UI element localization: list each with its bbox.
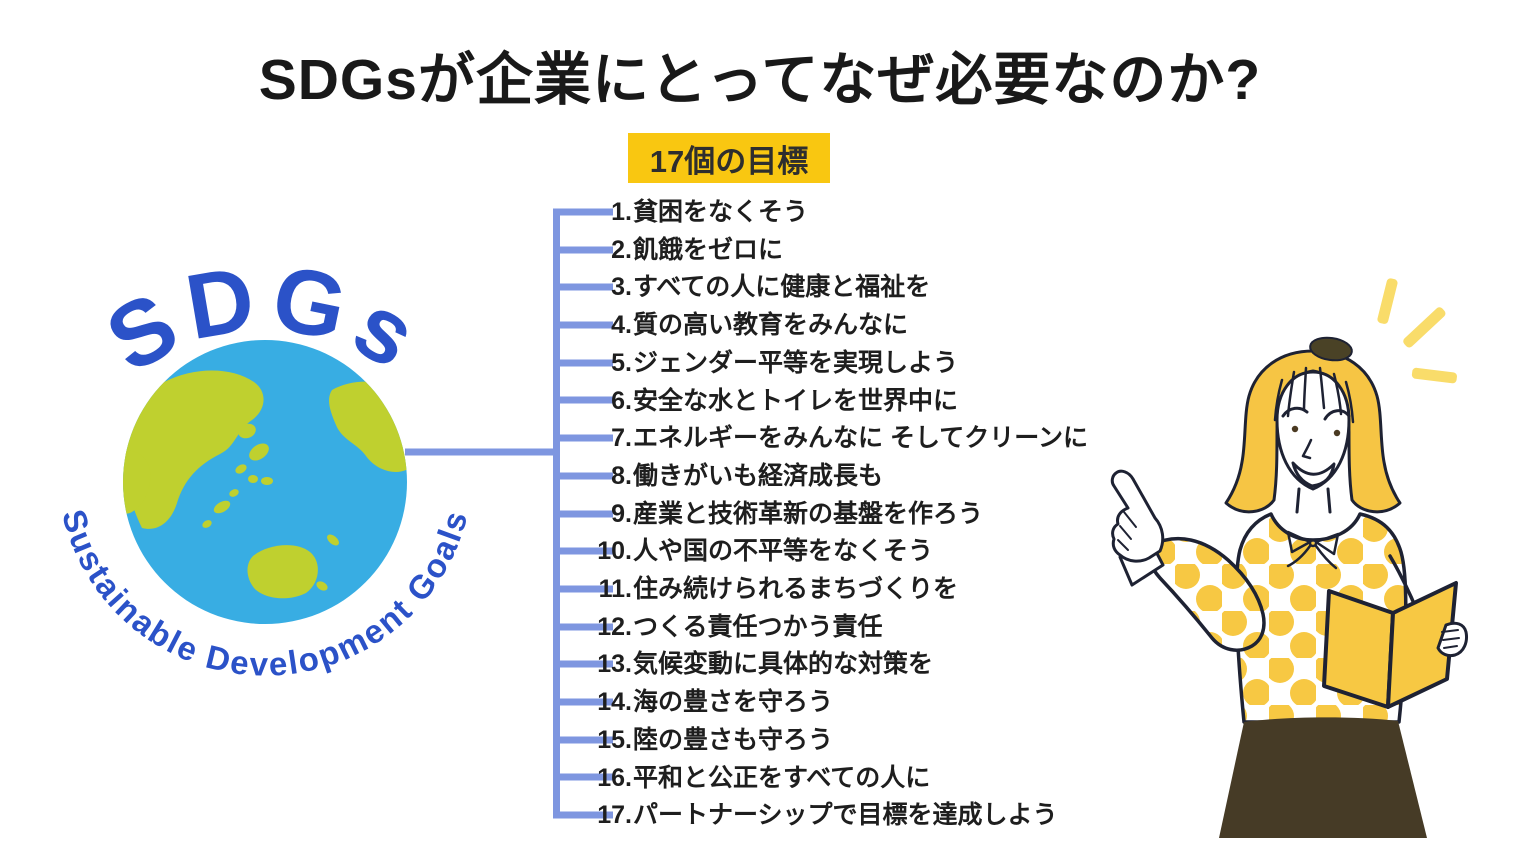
goal-list-item: 9. 産業と技術革新の基盤を作ろう xyxy=(540,495,983,533)
goal-label: すべての人に健康と福祉を xyxy=(633,273,931,302)
goal-number: 5. xyxy=(611,348,632,377)
goal-number: 2. xyxy=(611,235,632,264)
goal-number: 17. xyxy=(597,801,632,830)
goal-list-item: 7. エネルギーをみんなに そしてクリーンに xyxy=(540,419,1088,457)
goal-number: 10. xyxy=(597,537,632,566)
goal-number: 15. xyxy=(597,725,632,754)
goal-label: エネルギーをみんなに そしてクリーンに xyxy=(633,424,1088,453)
goal-label: 質の高い教育をみんなに xyxy=(633,311,909,340)
woman-face-features xyxy=(1281,406,1351,514)
hand-finger-lines xyxy=(1117,511,1137,551)
goal-label: 住み続けられるまちづくりを xyxy=(633,575,959,603)
goal-label: つくる責任つかう責任 xyxy=(633,612,883,641)
woman-skirt xyxy=(1219,717,1427,838)
hair-bangs xyxy=(1273,366,1355,424)
goal-label: 平和と公正をすべての人に xyxy=(633,763,931,792)
goal-number: 11. xyxy=(598,575,632,603)
goal-list-item: 16. 平和と公正をすべての人に xyxy=(540,759,930,797)
goal-label: パートナーシップで目標を達成しよう xyxy=(633,801,1058,830)
goal-number: 3. xyxy=(611,273,632,302)
bow-icon xyxy=(1286,530,1340,570)
holding-hand-lines xyxy=(1441,629,1460,649)
goal-label: 安全な水とトイレを世界中に xyxy=(633,386,959,415)
goal-list-item: 5. ジェンダー平等を実現しよう xyxy=(540,344,958,382)
goal-list-item: 17. パートナーシップで目標を達成しよう xyxy=(540,796,1058,834)
goal-list-item: 14. 海の豊さを守ろう xyxy=(540,683,833,721)
globe-landmasses xyxy=(123,370,407,599)
goal-number: 9. xyxy=(611,499,632,528)
goal-number: 8. xyxy=(611,461,632,490)
goal-label: ジェンダー平等を実現しよう xyxy=(633,348,959,377)
goal-list-item: 8. 働きがいも経済成長も xyxy=(540,457,883,495)
goal-list-item: 12. つくる責任つかう責任 xyxy=(540,608,883,646)
goal-number: 12. xyxy=(597,612,632,641)
goal-tree-lines xyxy=(405,208,613,819)
goal-label: 海の豊さを守ろう xyxy=(633,688,834,717)
goal-label: 陸の豊さも守ろう xyxy=(633,725,834,754)
folder-icon xyxy=(1322,581,1458,709)
goal-label: 気候変動に具体的な対策を xyxy=(633,650,934,679)
goal-label: 働きがいも経済成長も xyxy=(633,461,884,490)
page-title: SDGsが企業にとってなぜ必要なのか? xyxy=(258,48,1262,112)
goal-number: 13. xyxy=(597,650,632,679)
goal-list-item: 10. 人や国の不平等をなくそう xyxy=(540,532,933,570)
goal-number: 14. xyxy=(597,688,632,717)
goal-list-item: 6. 安全な水とトイレを世界中に xyxy=(540,382,958,420)
goal-label: 飢餓をゼロに xyxy=(633,235,784,264)
sparkle-lines-icon xyxy=(1377,278,1457,384)
goal-number: 1. xyxy=(611,198,632,226)
goal-number: 7. xyxy=(611,424,632,453)
woman-face xyxy=(1275,370,1351,491)
goal-count-badge: 17個の目標 xyxy=(628,133,830,183)
pointing-hand xyxy=(1110,469,1165,563)
goal-list-item: 1. 貧困をなくそう xyxy=(540,193,808,231)
woman-illustration xyxy=(1110,278,1468,838)
goal-label: 産業と技術革新の基盤を作ろう xyxy=(633,499,984,528)
goal-list-item: 15. 陸の豊さも守ろう xyxy=(540,721,833,759)
goal-label: 貧困をなくそう xyxy=(633,198,809,226)
hair-bun xyxy=(1309,336,1353,362)
goal-list-item: 13. 気候変動に具体的な対策を xyxy=(540,645,933,683)
goal-list-item: 4. 質の高い教育をみんなに xyxy=(540,306,908,344)
goal-number: 6. xyxy=(611,386,632,415)
goal-list-item: 11. 住み続けられるまちづくりを xyxy=(540,570,958,608)
woman-left-sleeve xyxy=(1147,536,1266,652)
goal-label: 人や国の不平等をなくそう xyxy=(633,537,934,566)
goal-list-item: 3. すべての人に健康と福祉を xyxy=(540,268,930,306)
goal-number: 4. xyxy=(611,311,632,340)
goal-number: 16. xyxy=(597,763,632,792)
goal-list-item: 2. 飢餓をゼロに xyxy=(540,231,783,269)
